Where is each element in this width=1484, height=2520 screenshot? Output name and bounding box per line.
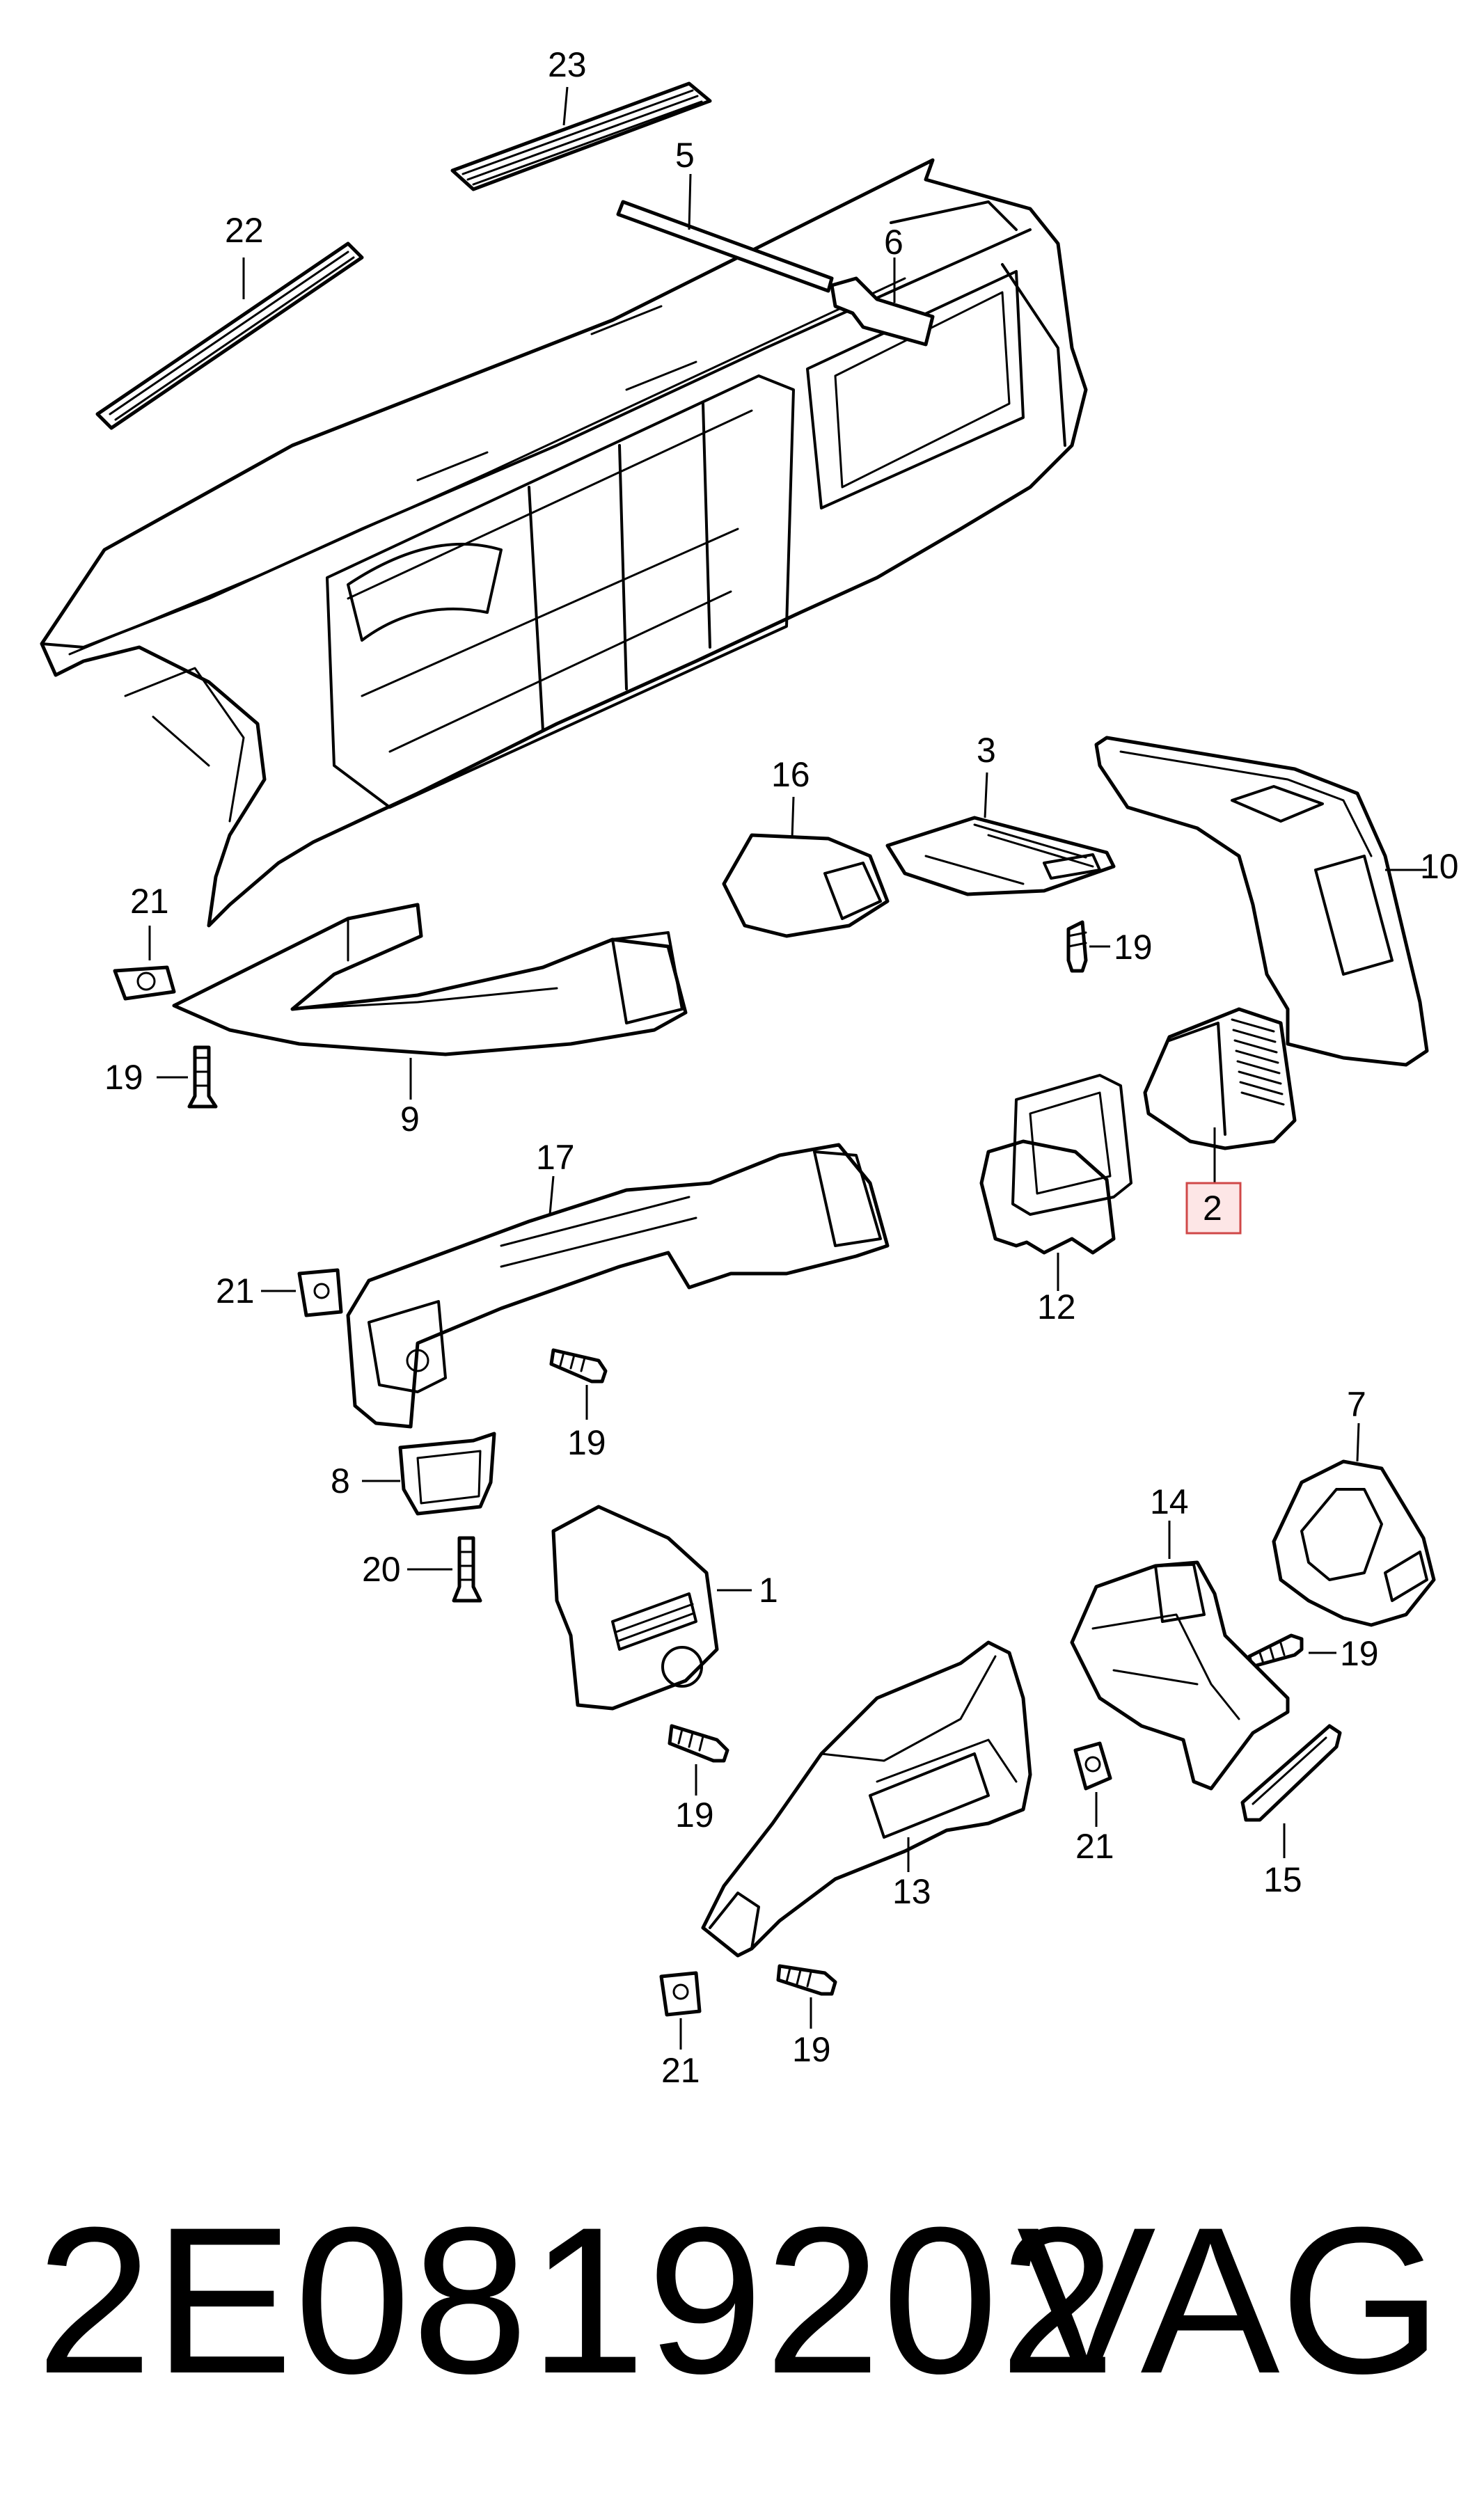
callout-9: 9 <box>400 1100 420 1139</box>
part-12-vent-frame <box>979 1074 1132 1291</box>
callout-19-e: 19 <box>1340 1634 1379 1673</box>
callout-5: 5 <box>675 136 695 175</box>
part-19-screw-b <box>157 1045 218 1109</box>
part-6-connector <box>830 257 935 347</box>
part-19-screw-d <box>668 1724 729 1796</box>
part-19-screw-c <box>549 1348 608 1420</box>
part-17-duct <box>346 1143 890 1429</box>
callout-23: 23 <box>548 45 587 84</box>
callout-19-b: 19 <box>104 1058 143 1097</box>
callout-6: 6 <box>884 223 903 262</box>
part-13-footwell-duct <box>701 1640 1032 1958</box>
dashboard-carrier <box>40 158 1088 928</box>
callout-20: 20 <box>362 1550 401 1589</box>
callout-labels: 23 5 22 6 16 3 10 21 19 19 9 17 2 21 12 … <box>104 45 1459 2090</box>
part-21-clip-a <box>113 926 176 1001</box>
part-23-defroster-grille <box>450 81 712 191</box>
part-14-right-duct <box>1070 1521 1290 1791</box>
callout-12: 12 <box>1037 1287 1076 1326</box>
callout-19-c: 19 <box>567 1423 606 1462</box>
part-22-defroster-grille <box>95 241 364 430</box>
part-1-left-vent <box>551 1505 752 1711</box>
callout-19-f: 19 <box>792 2030 831 2069</box>
callout-21-d: 21 <box>661 2051 700 2090</box>
part-5-rod <box>616 173 834 293</box>
part-20-screw <box>407 1536 482 1603</box>
part-9-lower-duct <box>172 903 688 1100</box>
part-10-right-trim <box>1094 736 1429 1067</box>
brand-label: VAG <box>1016 2183 1442 2417</box>
highlight-box-part-2 <box>1185 1182 1242 1235</box>
callout-21-a: 21 <box>130 882 169 921</box>
part-16-duct-adapter <box>722 796 890 938</box>
callout-19-a: 19 <box>1114 928 1153 967</box>
part-3-center-panel <box>885 772 1116 896</box>
callout-2: 2 <box>1203 1189 1222 1228</box>
part-21-clip-c <box>1073 1741 1112 1827</box>
part-15-strip <box>1240 1724 1342 1858</box>
part-19-screw-e <box>1247 1633 1336 1669</box>
callout-13: 13 <box>892 1872 931 1911</box>
callout-7: 7 <box>1347 1385 1366 1424</box>
part-21-clip-d <box>659 1971 702 2050</box>
part-19-screw-f <box>776 1964 837 2029</box>
callout-14: 14 <box>1150 1482 1189 1521</box>
callout-21-b: 21 <box>216 1271 255 1310</box>
callout-1: 1 <box>759 1571 778 1610</box>
part-21-clip-b <box>261 1268 343 1317</box>
callout-15: 15 <box>1263 1860 1302 1899</box>
callout-10: 10 <box>1420 847 1459 886</box>
callout-3: 3 <box>977 731 996 770</box>
callout-19-d: 19 <box>675 1796 714 1834</box>
part-7-vent-bezel <box>1272 1423 1436 1627</box>
callout-16: 16 <box>771 755 810 794</box>
part-number-label: 2E0819202 <box>36 2183 1117 2417</box>
callout-21-c: 21 <box>1075 1827 1114 1866</box>
callout-17: 17 <box>536 1138 575 1177</box>
part-8-bracket <box>362 1432 496 1516</box>
part-2-air-vent <box>1143 1007 1297 1235</box>
callout-8: 8 <box>331 1461 350 1500</box>
part-19-screw-a <box>1066 920 1110 973</box>
callout-22: 22 <box>225 211 264 250</box>
